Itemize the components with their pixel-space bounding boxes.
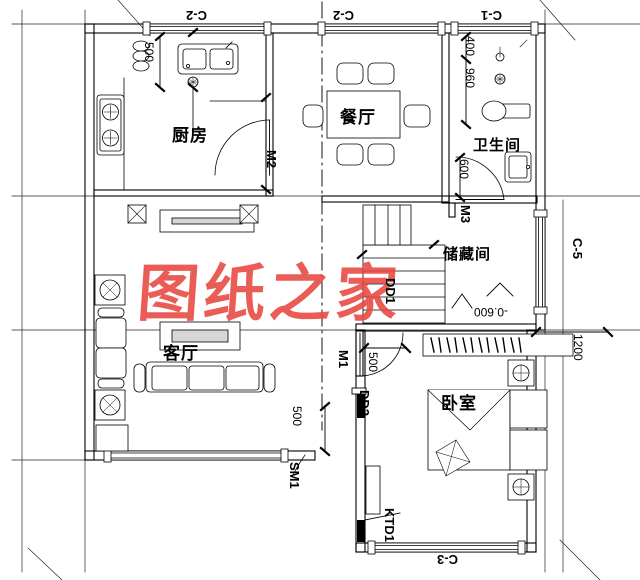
room-label-storage: 储藏间 [443,245,492,263]
room-label-bedroom: 卧室 [441,394,477,414]
window-code-c5: C-5 [570,238,585,259]
window-code-c3: C-3 [437,552,458,567]
door-code-m2: M2 [264,150,279,169]
dimension-bath-600: 600 [457,159,471,180]
dimension-bath-960: 960 [463,68,477,89]
window-code-c2-left: C-2 [186,8,207,23]
door-code-m1: M1 [336,350,351,369]
room-label-bathroom: 卫生间 [473,136,522,154]
level-marker-storage: -0.600 [473,305,508,319]
door-code-dd2: DD2 [357,390,372,417]
door-code-dd1: DD1 [383,278,398,305]
room-label-kitchen: 厨房 [172,126,208,146]
dimension-bath-400: 400 [463,36,477,57]
dimension-kitchen-500: 500 [142,42,156,63]
door-code-sm1: SM1 [287,462,302,489]
dimension-m1-500: 500 [366,352,380,373]
dimension-sm1-500: 500 [290,406,304,427]
room-label-living: 客厅 [163,344,199,364]
room-label-dining: 餐厅 [340,108,376,128]
window-code-c1: C-1 [481,8,502,23]
door-code-ktd1: KTD1 [382,508,397,542]
window-code-c2-right: C-2 [333,8,354,23]
dimension-right-1200: 1200 [571,334,585,361]
door-code-m3: M3 [458,205,473,224]
